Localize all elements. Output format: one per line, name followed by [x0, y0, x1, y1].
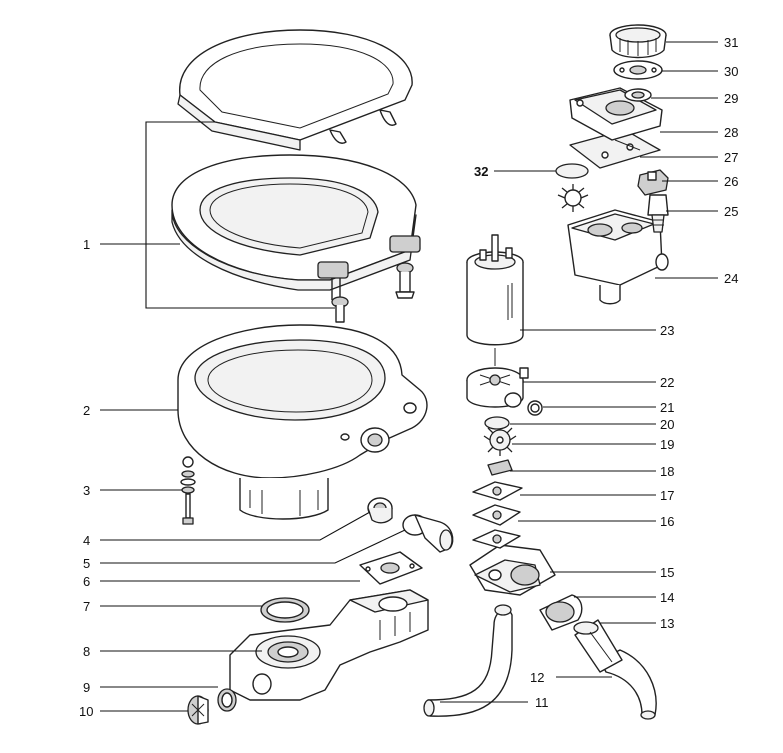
- label-5: 5: [83, 556, 90, 571]
- label-24: 24: [724, 271, 738, 286]
- label-10: 10: [79, 704, 93, 719]
- leader-lines: [100, 41, 718, 712]
- switch: [637, 169, 669, 196]
- small-o-ring-21: [527, 400, 543, 416]
- label-28: 28: [724, 125, 738, 140]
- upper-housing: [567, 209, 669, 305]
- pump-housing: [469, 544, 556, 596]
- upper-impeller: [557, 184, 589, 212]
- gasket-16: [472, 504, 521, 526]
- spacer-18: [487, 459, 513, 476]
- o-ring: [260, 597, 310, 623]
- barb-fitting: [647, 194, 669, 233]
- disc-32: [555, 163, 589, 179]
- label-1: 1: [83, 237, 90, 252]
- label-2: 2: [83, 403, 90, 418]
- toilet-bowl: [177, 324, 428, 520]
- gasket-plate: [359, 551, 423, 585]
- flange-ring: [367, 497, 393, 524]
- check-valve: [573, 619, 623, 673]
- elbow-fitting: [402, 514, 454, 553]
- motor: [466, 234, 524, 366]
- gasket-lower: [472, 529, 521, 549]
- toilet-seat-ring: [171, 154, 421, 323]
- knob-flange: [613, 60, 663, 80]
- label-31: 31: [724, 35, 738, 50]
- label-23: 23: [660, 323, 674, 338]
- outlet-elbow: [599, 649, 657, 720]
- small-o-ring: [217, 688, 237, 712]
- label-12: 12: [530, 670, 544, 685]
- label-17: 17: [660, 488, 674, 503]
- label-7: 7: [83, 599, 90, 614]
- label-9: 9: [83, 680, 90, 695]
- label-8: 8: [83, 644, 90, 659]
- label-18: 18: [660, 464, 674, 479]
- label-27: 27: [724, 150, 738, 165]
- pump-head: [466, 367, 529, 408]
- label-26: 26: [724, 174, 738, 189]
- toilet-lid: [177, 29, 413, 151]
- label-16: 16: [660, 514, 674, 529]
- label-29: 29: [724, 91, 738, 106]
- label-22: 22: [660, 375, 674, 390]
- label-30: 30: [724, 64, 738, 79]
- drain-plug: [187, 695, 209, 725]
- part-labels: 1 2 3 4 5 6 7 8 9 10 11 12 13 14 15 16 1…: [79, 35, 738, 719]
- label-14: 14: [660, 590, 674, 605]
- label-3: 3: [83, 483, 90, 498]
- label-4: 4: [83, 533, 90, 548]
- pump-base: [229, 589, 429, 701]
- hose: [423, 604, 513, 717]
- label-21: 21: [660, 400, 674, 415]
- label-20: 20: [660, 417, 674, 432]
- label-25: 25: [724, 204, 738, 219]
- wear-plate: [484, 416, 510, 430]
- bearing: [624, 88, 652, 102]
- impeller: [483, 424, 517, 456]
- gasket-17: [472, 481, 523, 501]
- label-15: 15: [660, 565, 674, 580]
- label-11: 11: [535, 695, 549, 710]
- part-1-bracket: [145, 121, 335, 309]
- label-19: 19: [660, 437, 674, 452]
- bolt-set: [180, 456, 196, 525]
- hose-clamp: [539, 594, 583, 631]
- label-13: 13: [660, 616, 674, 631]
- label-6: 6: [83, 574, 90, 589]
- label-32: 32: [474, 164, 488, 179]
- control-knob: [609, 24, 667, 59]
